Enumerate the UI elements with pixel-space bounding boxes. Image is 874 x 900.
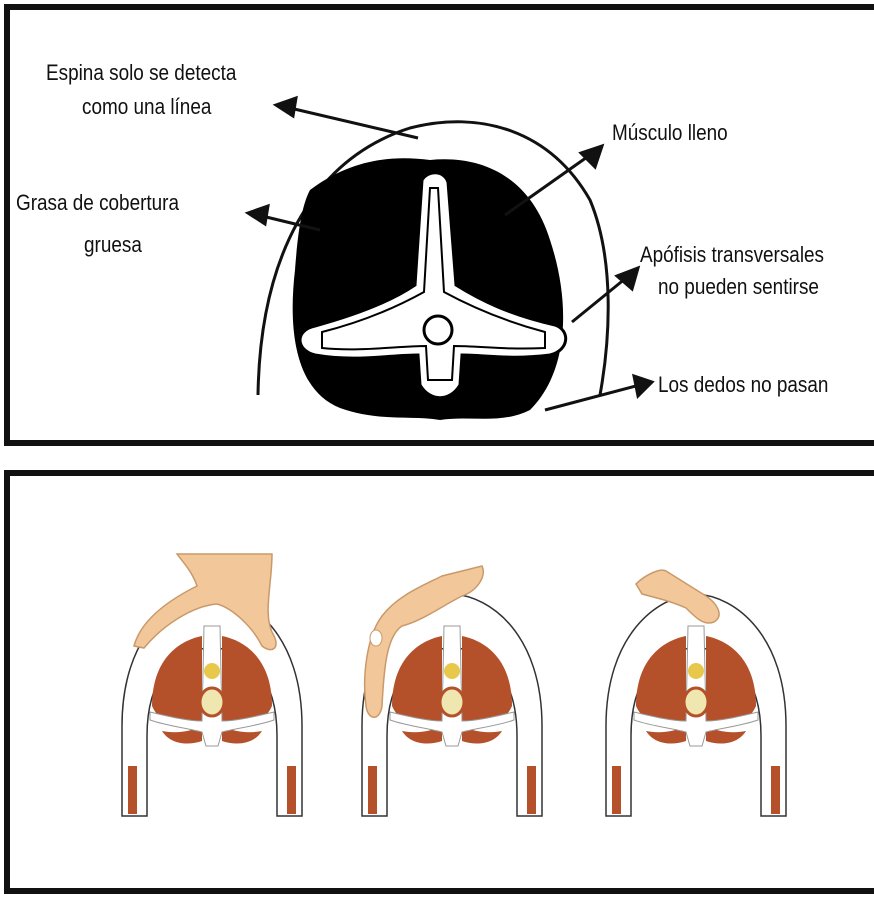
arrow-fat-head — [248, 206, 268, 224]
label-spine-line2: como una línea — [82, 94, 211, 120]
label-transverse-line2: no pueden sentirse — [658, 274, 819, 300]
cross-section-side-hand — [362, 566, 542, 816]
arrow-muscle-head — [581, 146, 602, 167]
arrow-transverse-head — [617, 268, 638, 289]
label-fat-line1: Grasa de cobertura — [16, 190, 179, 216]
arrow-transverse — [572, 278, 626, 322]
label-muscle: Músculo lleno — [612, 120, 728, 146]
label-fingers: Los dedos no pasan — [658, 372, 828, 398]
arrow-spine — [290, 108, 418, 138]
palpation-illustrations — [10, 476, 874, 900]
arrow-fingers — [545, 386, 636, 410]
cross-section-flat-hand — [122, 554, 302, 816]
label-transverse-line1: Apófisis transversales — [640, 242, 824, 268]
cross-section-fingertips — [606, 570, 786, 816]
spinal-canal — [424, 316, 452, 344]
bottom-diagram-panel — [4, 470, 874, 894]
label-fat-line2: gruesa — [84, 232, 142, 258]
top-diagram-panel: Espina solo se detecta como una línea Gr… — [4, 4, 874, 446]
arrow-fingers-head — [634, 376, 652, 396]
arrow-spine-head — [276, 98, 296, 116]
arrow-muscle — [505, 155, 590, 215]
label-spine-line1: Espina solo se detecta — [46, 60, 236, 86]
